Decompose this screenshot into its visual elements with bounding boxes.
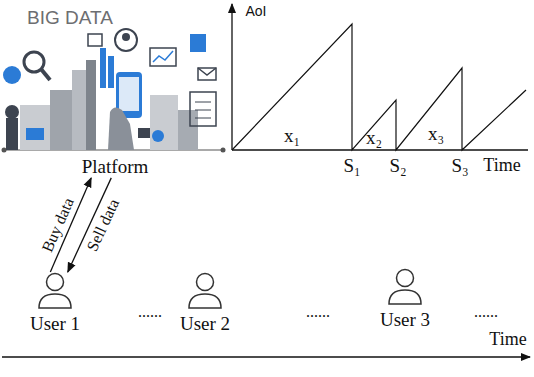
axis-label: S₂ [389, 156, 406, 177]
user-node: User 2 [176, 272, 234, 335]
clipboard-line [195, 118, 211, 119]
ai-badge [3, 66, 21, 84]
x-axis [232, 149, 528, 150]
building [50, 90, 72, 150]
axis-label: S₁ [343, 156, 360, 177]
mail-flap [198, 68, 216, 75]
axis-label: x₂ [366, 128, 382, 149]
title-art-text: BIG DATA [27, 8, 113, 29]
user-body [189, 294, 221, 308]
user-body [39, 294, 71, 308]
axis-label: ...... [474, 303, 498, 321]
timeline-arrow [2, 356, 530, 357]
building [150, 95, 178, 150]
axis-label: AoI [245, 4, 266, 19]
building [178, 110, 198, 150]
node-label: Platform [78, 157, 153, 178]
clipboard [190, 92, 216, 126]
clipboard-line [195, 110, 211, 111]
cup [138, 128, 150, 138]
window-block [26, 128, 44, 140]
user-node: User 1 [26, 272, 84, 335]
big-data-clipart [2, 29, 226, 153]
user-node: User 3 [376, 268, 434, 331]
user-icon [35, 272, 75, 310]
hand [108, 107, 134, 150]
user-head [196, 274, 213, 291]
robot-head [5, 105, 19, 119]
dollar-badge [152, 130, 164, 142]
chart-card [150, 48, 176, 66]
node-label: User 1 [26, 314, 84, 335]
mail-icon [198, 68, 216, 80]
bar [100, 48, 106, 88]
user-head [46, 274, 63, 291]
phone-screen [119, 77, 139, 111]
note-icon [190, 34, 206, 52]
axis-label: Time [483, 156, 520, 176]
robot [6, 118, 18, 150]
user-icon [185, 272, 225, 310]
axis-label: x₃ [428, 124, 444, 145]
user-head [396, 270, 413, 287]
aoi-chart [232, 4, 528, 150]
node-label: User 2 [176, 314, 234, 335]
axis-label: ...... [138, 303, 162, 321]
building [20, 105, 50, 150]
chip [88, 34, 102, 46]
y-axis [231, 4, 232, 150]
clipboard-line [195, 102, 211, 103]
edge-label: Sell data [83, 196, 122, 254]
person-circle [115, 29, 137, 51]
axis-label: Time [489, 330, 526, 350]
dot [2, 148, 7, 153]
bar [108, 56, 114, 88]
user-body [389, 290, 421, 304]
platform-node: Platform [78, 157, 153, 178]
person-head [122, 33, 130, 41]
dot [221, 148, 226, 153]
building [86, 60, 96, 150]
aoi-sawtooth [232, 24, 526, 150]
user-icon [385, 268, 425, 306]
building [72, 70, 86, 150]
node-label: User 3 [376, 310, 434, 331]
axis-label: S₃ [451, 156, 468, 177]
magnifier-handle [41, 69, 50, 80]
axis-label: ...... [306, 303, 330, 321]
chart-line [153, 51, 173, 62]
axis-label: x₁ [284, 126, 300, 147]
